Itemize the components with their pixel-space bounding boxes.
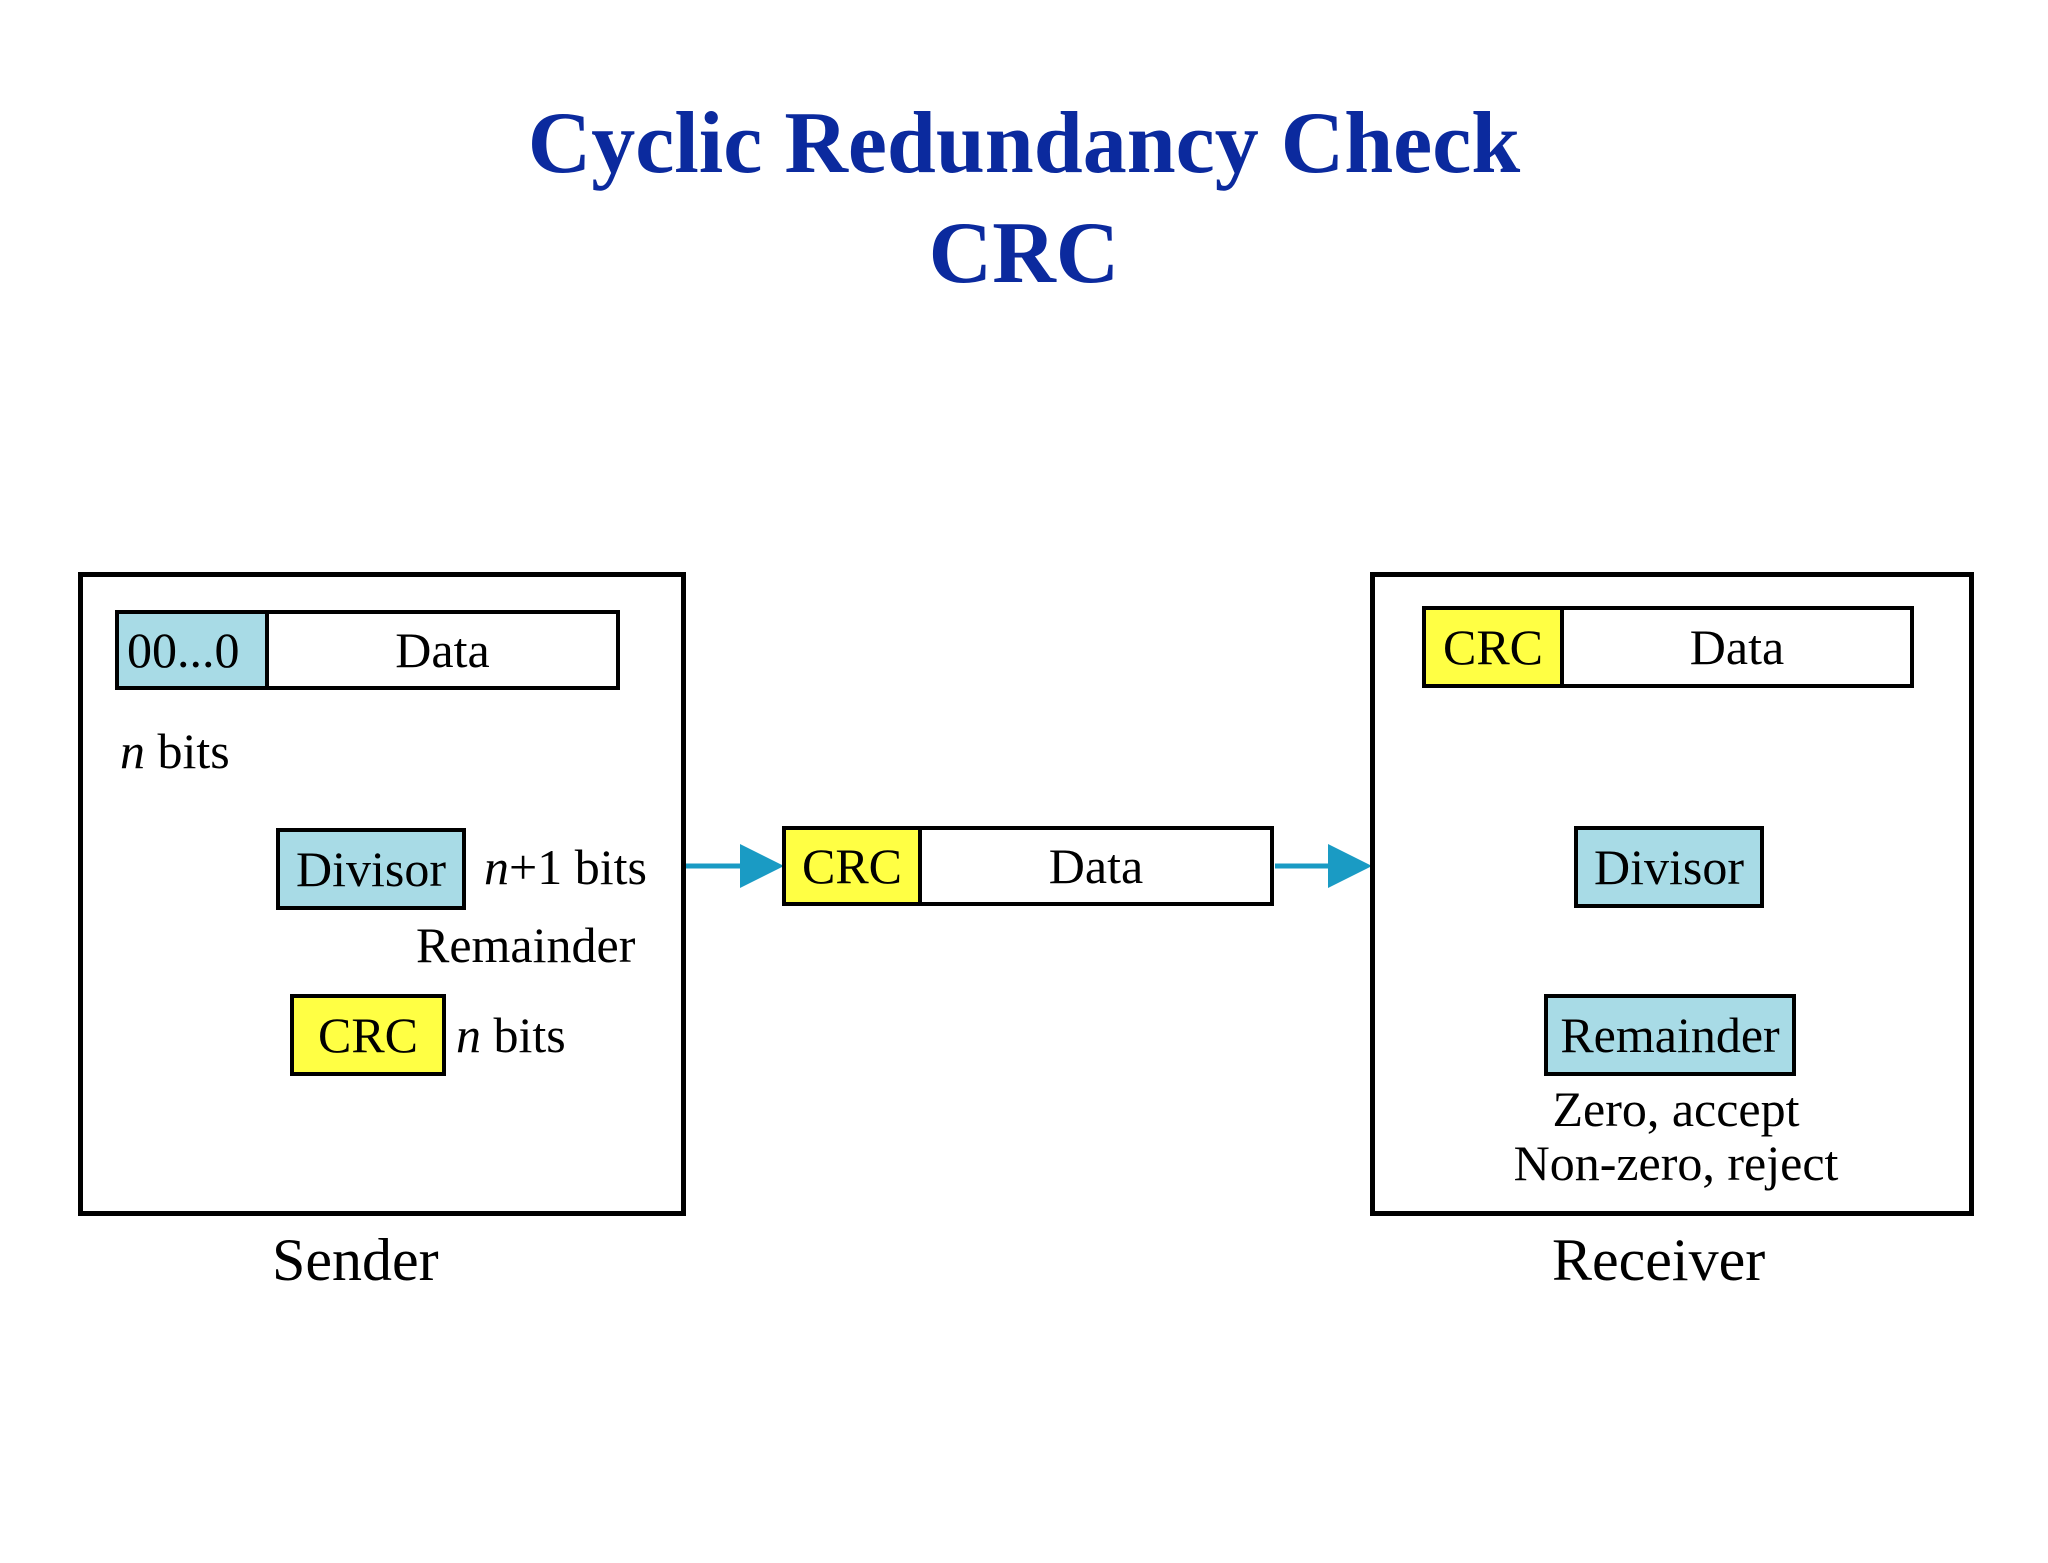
- sender-n-var: n: [120, 723, 145, 779]
- receiver-crc-cell: CRC: [1422, 606, 1564, 688]
- sender-n-plus-1-text: +1 bits: [509, 839, 647, 895]
- title-line-1: Cyclic Redundancy Check: [527, 95, 1521, 192]
- receiver-remainder-cell: Remainder: [1544, 994, 1796, 1076]
- connector-arrowhead-1: [740, 844, 784, 888]
- sender-crc-cell: CRC: [290, 994, 446, 1076]
- receiver-reject-text: Non-zero, reject: [1513, 1135, 1839, 1191]
- receiver-data-cell: Data: [1560, 606, 1914, 688]
- sender-crc-n-bits-label: n bits: [456, 1010, 566, 1060]
- connector-arrowhead-2: [1328, 844, 1372, 888]
- sender-n-bits-label: n bits: [120, 726, 230, 776]
- receiver-caption: Receiver: [1552, 1227, 1766, 1293]
- sender-divisor-cell: Divisor: [276, 828, 466, 910]
- sender-caption: Sender: [272, 1227, 439, 1293]
- sender-n-plus-1-var: n: [484, 839, 509, 895]
- sender-remainder-label: Remainder: [416, 917, 636, 973]
- title-line-2: CRC: [928, 205, 1120, 302]
- receiver-accept-text: Zero, accept: [1552, 1081, 1800, 1137]
- sender-n-bits-text: bits: [145, 723, 230, 779]
- sender-data-cell: Data: [265, 610, 620, 690]
- sender-crc-n-var: n: [456, 1007, 481, 1063]
- sender-n-plus-1-label: n+1 bits: [484, 842, 647, 892]
- sender-crc-n-bits-text: bits: [481, 1007, 566, 1063]
- receiver-divisor-cell: Divisor: [1574, 826, 1764, 908]
- channel-crc-cell: CRC: [782, 826, 922, 906]
- sender-zeros-cell: 00...0: [115, 610, 269, 690]
- channel-data-cell: Data: [918, 826, 1274, 906]
